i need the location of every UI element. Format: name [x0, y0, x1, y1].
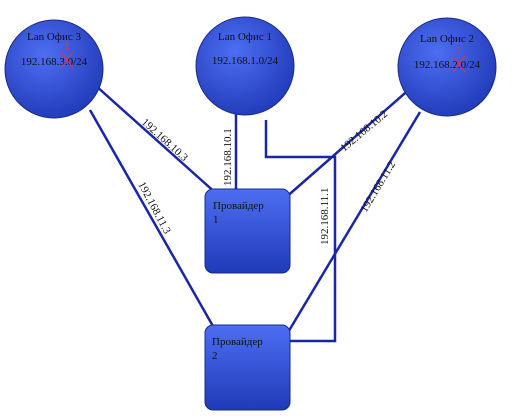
label-link-office2-provider1: 192.168.10.2 [338, 108, 390, 154]
provider-1-label-line2: 1 [213, 214, 219, 226]
office-2-name: Lan Офис 2 [420, 33, 474, 45]
office-3-circle [4, 19, 104, 119]
office-2-node: Lan Офис 2 192.168.2.0/24 1 [397, 17, 497, 117]
provider-2-label-line1: Провайдер [212, 336, 263, 348]
office-1-circle [195, 16, 295, 116]
office-3-strike-mark [60, 51, 74, 69]
label-link-office1-provider2: 192.168.11.1 [319, 188, 331, 245]
link-office1-provider2 [264, 120, 337, 343]
label-link-office2-provider2: 192.168.11.2 [358, 159, 398, 214]
office-2-correction-digit: 1 [456, 43, 462, 57]
link-office3-provider2 [88, 109, 220, 336]
label-link-office3-provider2: 192.168.11.3 [135, 180, 173, 237]
links [88, 84, 422, 343]
office-1-name: Lan Офис 1 [218, 31, 272, 43]
provider-1-label-line1: Провайдер [213, 200, 264, 212]
provider-1-box [204, 188, 291, 274]
label-link-office3-provider1: 192.168.10.3 [139, 116, 190, 164]
office-2-strike-mark [452, 55, 466, 73]
office-3-node: Lan Офис 3 192.168.3.0/24 1 [4, 19, 104, 119]
provider-2-node: Провайдер 2 [204, 324, 291, 411]
office-2-subnet: 192.168.2.0/24 [414, 59, 481, 71]
provider-1-node: Провайдер 1 [204, 188, 291, 274]
office-3-subnet: 192.168.3.0/24 [21, 56, 88, 68]
provider-2-box [204, 324, 291, 411]
office-1-node: Lan Офис 1 192.168.1.0/24 [195, 16, 295, 116]
link-office3-provider1 [94, 84, 219, 196]
provider-2-label-line2: 2 [212, 350, 218, 362]
link-office2-provider2 [285, 111, 422, 335]
office-2-circle [397, 17, 497, 117]
office-1-subnet: 192.168.1.0/24 [212, 55, 279, 67]
office-3-correction-digit: 1 [64, 38, 70, 52]
office-3-name: Lan Офис 3 [27, 31, 81, 43]
link-office2-provider1 [283, 86, 413, 200]
label-link-office1-provider1: 192.168.10.1 [222, 128, 234, 186]
